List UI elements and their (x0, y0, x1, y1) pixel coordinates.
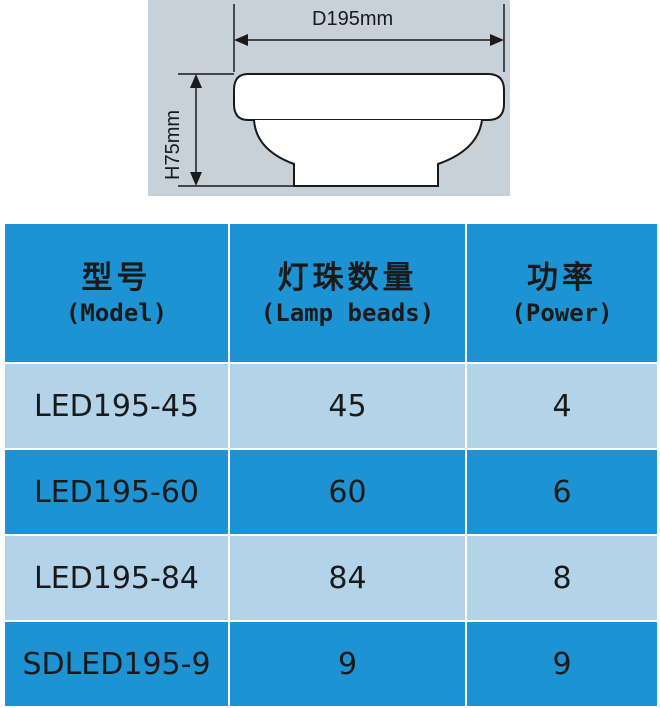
diameter-label: D195mm (312, 8, 394, 30)
table-row: LED195-45 45 4 (3, 362, 659, 450)
cell-power: 6 (465, 448, 659, 536)
cell-model: LED195-84 (3, 534, 230, 622)
dimension-drawing: D195mm H75mm (148, 0, 510, 196)
down-arrow-icon (190, 172, 202, 186)
header-lamp-beads-cn: 灯珠数量 (277, 260, 418, 296)
table-header-row: 型号 (Model) 灯珠数量 (Lamp beads) 功率 (Power) (3, 222, 659, 364)
cell-power: 9 (465, 620, 659, 708)
lamp-top-plate (233, 73, 505, 121)
cell-lamp-beads: 60 (228, 448, 467, 536)
cell-lamp-beads: 9 (228, 620, 467, 708)
cell-power: 4 (465, 362, 659, 450)
header-lamp-beads-en: (Lamp beads) (260, 299, 435, 327)
height-label: H75mm (162, 109, 184, 180)
lamp-outline-drawing (178, 4, 505, 187)
left-arrow-icon (234, 34, 248, 46)
cell-model: LED195-60 (3, 448, 230, 536)
header-power: 功率 (Power) (465, 222, 659, 364)
cell-model: LED195-45 (3, 362, 230, 450)
table-row: LED195-84 84 8 (3, 534, 659, 622)
lamp-base (253, 119, 483, 187)
cell-lamp-beads: 45 (228, 362, 467, 450)
table-row: LED195-60 60 6 (3, 448, 659, 536)
header-model-en: (Model) (65, 299, 168, 327)
cell-power: 8 (465, 534, 659, 622)
up-arrow-icon (190, 74, 202, 88)
header-power-en: (Power) (511, 299, 613, 327)
table-row: SDLED195-9 9 9 (3, 620, 659, 708)
header-lamp-beads: 灯珠数量 (Lamp beads) (228, 222, 467, 364)
header-power-cn: 功率 (527, 260, 597, 296)
spec-table: 型号 (Model) 灯珠数量 (Lamp beads) 功率 (Power) … (3, 222, 659, 708)
right-arrow-icon (490, 34, 504, 46)
cell-lamp-beads: 84 (228, 534, 467, 622)
header-model: 型号 (Model) (3, 222, 230, 364)
header-model-cn: 型号 (81, 260, 152, 296)
cell-model: SDLED195-9 (3, 620, 230, 708)
